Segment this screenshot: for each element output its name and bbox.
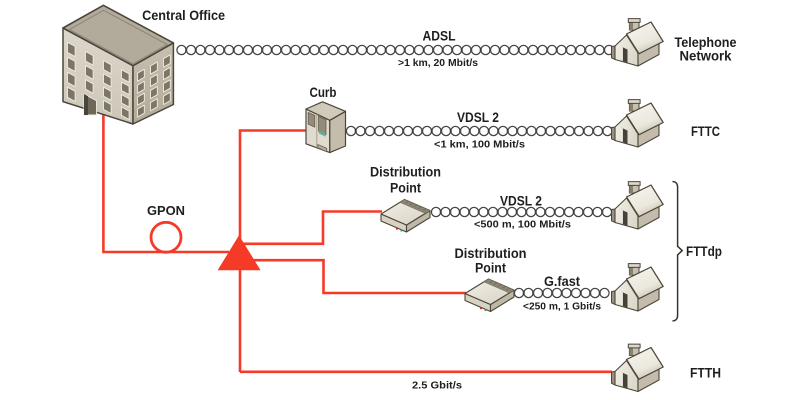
svg-text:Point: Point: [475, 260, 506, 275]
svg-text:<500 m, 100 Mbit/s: <500 m, 100 Mbit/s: [474, 219, 571, 231]
svg-text:Distribution: Distribution: [370, 164, 441, 179]
svg-text:>1 km, 20 Mbit/s: >1 km, 20 Mbit/s: [398, 57, 478, 69]
svg-text:Curb: Curb: [310, 84, 337, 100]
svg-text:FTTH: FTTH: [690, 365, 721, 380]
svg-text:G.fast: G.fast: [544, 274, 580, 289]
svg-text:ADSL: ADSL: [423, 28, 456, 44]
svg-text:Point: Point: [390, 181, 421, 196]
svg-text:VDSL 2: VDSL 2: [457, 110, 499, 125]
svg-text:Central Office: Central Office: [142, 7, 225, 23]
svg-text:<1 km, 100 Mbit/s: <1 km, 100 Mbit/s: [434, 139, 525, 151]
svg-text:Distribution: Distribution: [455, 246, 527, 261]
svg-text:2.5 Gbit/s: 2.5 Gbit/s: [412, 380, 462, 392]
svg-text:Network: Network: [680, 49, 732, 64]
svg-text:FTTC: FTTC: [691, 124, 720, 139]
svg-text:GPON: GPON: [147, 203, 185, 218]
svg-text:Telephone: Telephone: [675, 35, 737, 50]
svg-text:<250 m, 1 Gbit/s: <250 m, 1 Gbit/s: [523, 301, 601, 313]
svg-text:FTTdp: FTTdp: [686, 244, 722, 259]
svg-text:VDSL 2: VDSL 2: [500, 194, 542, 209]
